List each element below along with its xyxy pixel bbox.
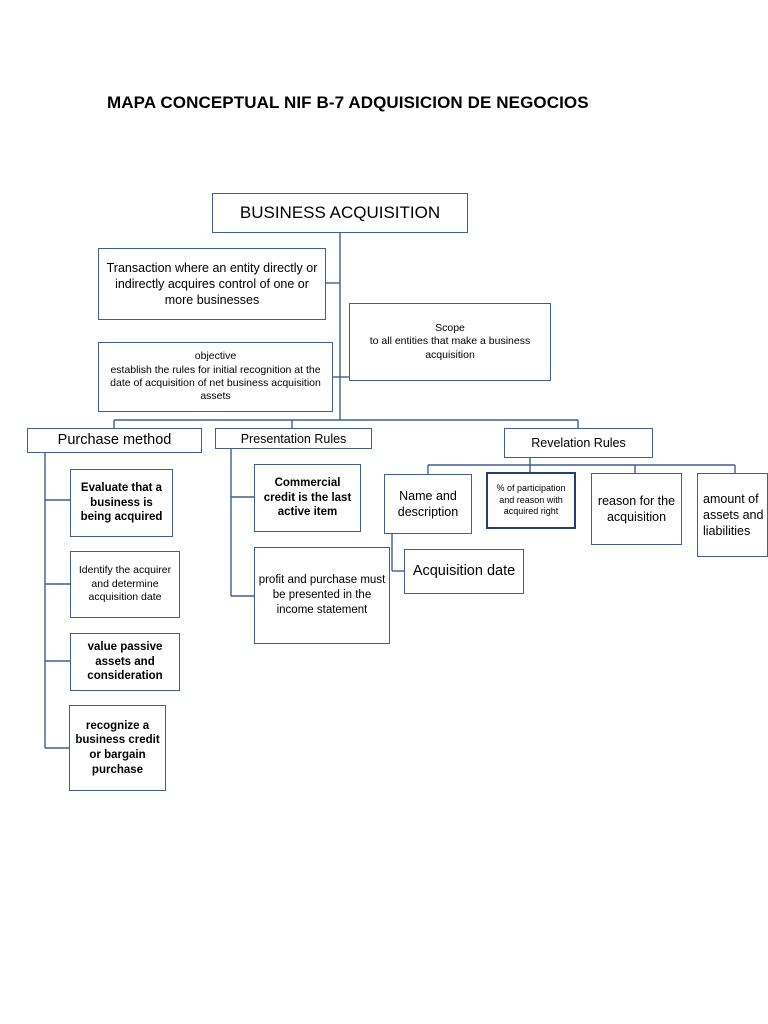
root-node: BUSINESS ACQUISITION	[212, 193, 468, 233]
purchase-step-4: recognize a business credit or bargain p…	[69, 705, 166, 791]
presentation-rules-node: Presentation Rules	[215, 428, 372, 449]
revelation-item-reason: reason for the acquisition	[591, 473, 682, 545]
revelation-item-name: Name and description	[384, 474, 472, 534]
purchase-method-node: Purchase method	[27, 428, 202, 453]
objective-node: objective establish the rules for initia…	[98, 342, 333, 412]
scope-text: to all entities that make a business acq…	[369, 335, 531, 361]
presentation-item-1: Commercial credit is the last active ite…	[254, 464, 361, 532]
revelation-item-amount: amount of assets and liabilities	[697, 473, 768, 557]
purchase-step-2: Identify the acquirer and determine acqu…	[70, 551, 180, 618]
purchase-step-1: Evaluate that a business is being acquir…	[70, 469, 173, 537]
acquisition-date-node: Acquisition date	[404, 549, 524, 594]
presentation-item-2: profit and purchase must be presented in…	[254, 547, 390, 644]
scope-node: Scope to all entities that make a busine…	[349, 303, 551, 381]
scope-heading: Scope	[435, 321, 465, 334]
definition-node: Transaction where an entity directly or …	[98, 248, 326, 320]
page-title: MAPA CONCEPTUAL NIF B-7 ADQUISICION DE N…	[107, 93, 589, 112]
objective-text: establish the rules for initial recognit…	[110, 363, 321, 403]
purchase-step-3: value passive assets and consideration	[70, 633, 180, 691]
objective-heading: objective	[194, 350, 237, 363]
revelation-rules-node: Revelation Rules	[504, 428, 653, 458]
revelation-item-participation: % of participation and reason with acqui…	[486, 472, 576, 529]
